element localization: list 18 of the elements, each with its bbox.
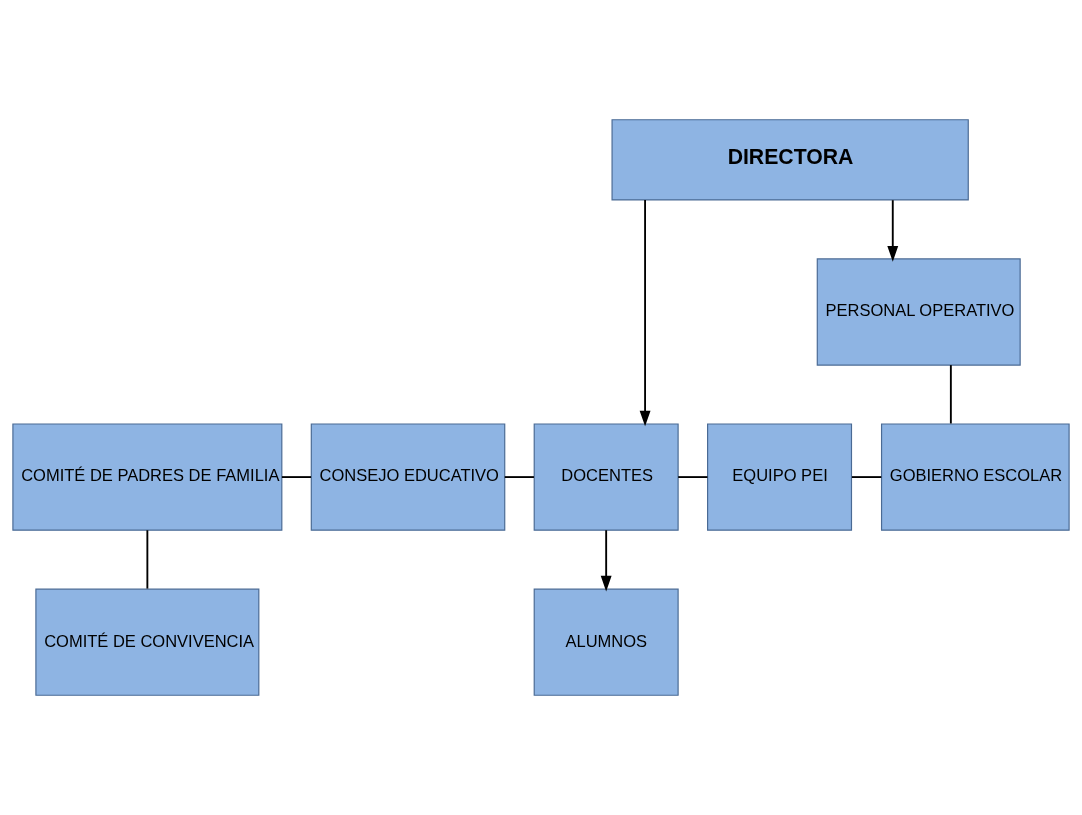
arrow: [600, 529, 612, 592]
connector: [503, 476, 535, 479]
connector: [850, 476, 883, 479]
connector: [677, 476, 709, 479]
node-box: COMITÉ DE PADRES DE FAMILIA: [12, 423, 283, 531]
node-box: DIRECTORA: [611, 119, 969, 201]
node-box: CONSEJO EDUCATIVO: [310, 423, 506, 531]
arrow: [639, 199, 651, 427]
node-box: DOCENTES: [533, 423, 679, 531]
node-box: ALUMNOS: [533, 588, 679, 696]
arrow: [887, 199, 899, 262]
connector: [146, 529, 149, 590]
connector: [280, 476, 312, 479]
node-box: GOBIERNO ESCOLAR: [880, 423, 1070, 531]
node-box: PERSONAL OPERATIVO: [816, 258, 1021, 366]
node-box: EQUIPO PEI: [707, 423, 853, 531]
node-box: COMITÉ DE CONVIVENCIA: [35, 588, 260, 696]
connector: [949, 364, 952, 425]
